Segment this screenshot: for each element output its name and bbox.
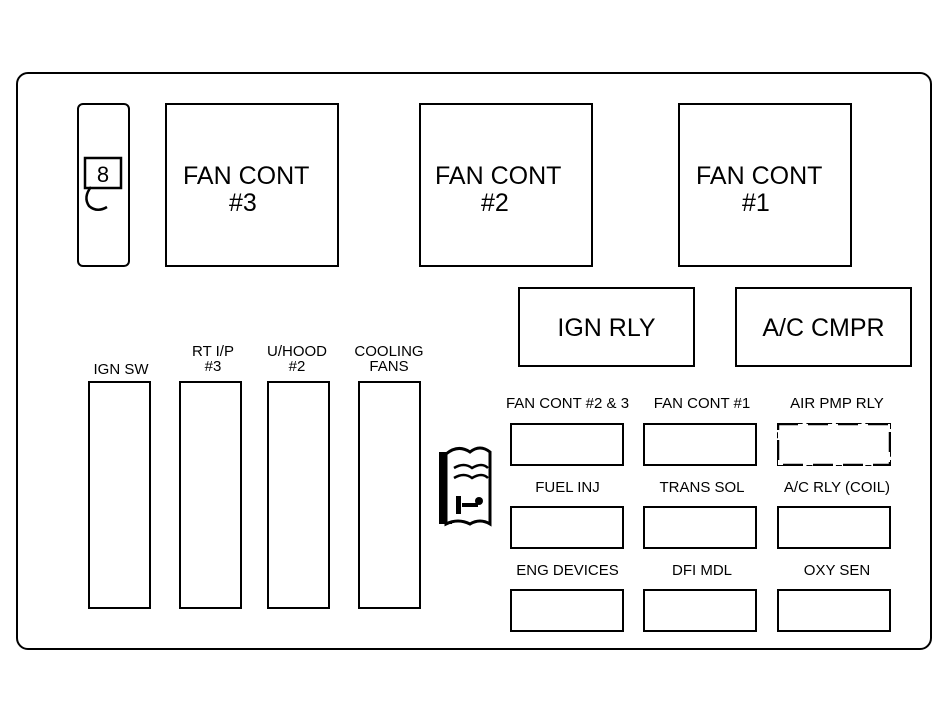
fuse-label-line1: IGN SW: [93, 361, 149, 378]
fuse-block-outline: [16, 72, 932, 650]
fuse-u-hood-2: [267, 381, 330, 609]
fuse-rt-ip-3: [179, 381, 242, 609]
relay-label-line1: FAN CONT: [435, 162, 562, 190]
fuse-label-line2: #3: [204, 358, 222, 375]
mini-relay-label: FUEL INJ: [535, 479, 600, 496]
fuse-label-cooling-fans: COOLING FANS: [339, 344, 439, 374]
fuse-ign-sw: [88, 381, 151, 609]
relay-fan-cont-3: FAN CONT #3: [165, 103, 339, 267]
relay-label-line2: #2: [481, 189, 509, 217]
relay-label: A/C CMPR: [762, 314, 885, 342]
mini-relay-label: AIR PMP RLY: [790, 395, 884, 412]
fuse-cooling-fans: [358, 381, 421, 609]
mini-relay-label: FAN CONT #2 & 3: [505, 395, 630, 412]
mini-relay-label: OXY SEN: [803, 562, 871, 579]
mini-relay-fan-cont-1: [643, 423, 757, 466]
relay-label-line1: FAN CONT: [183, 162, 310, 190]
mini-relay-eng-devices: [510, 589, 624, 632]
fuse-label-line1: COOLING: [354, 343, 424, 360]
fuse-tester-icon: [439, 446, 492, 527]
mini-relay-fan-cont-2-3: [510, 423, 624, 466]
relay-ac-cmpr: A/C CMPR: [735, 287, 912, 367]
fuse-label-line1: RT I/P: [192, 343, 234, 360]
fuse-puller-icon: 8: [83, 156, 123, 211]
mini-relay-trans-sol: [643, 506, 757, 549]
relay-label: IGN RLY: [557, 314, 656, 342]
relay-fan-cont-2: FAN CONT #2: [419, 103, 593, 267]
puller-digit: 8: [97, 162, 109, 187]
relay-label-line2: #3: [229, 189, 257, 217]
fuse-label-u-hood-2: U/HOOD #2: [248, 344, 346, 374]
fuse-puller-holder: 8: [77, 103, 130, 267]
mini-relay-label: FAN CONT #1: [653, 395, 751, 412]
mini-relay-label: DFI MDL: [672, 562, 732, 579]
relay-ign-rly: IGN RLY: [518, 287, 695, 367]
fuse-label-ign-sw: IGN SW: [72, 362, 170, 377]
mini-relay-label: ENG DEVICES: [516, 562, 619, 579]
mini-relay-label: A/C RLY (COIL): [783, 479, 891, 496]
relay-label-line2: #1: [742, 189, 770, 217]
fuse-label-line2: FANS: [369, 358, 409, 375]
relay-fan-cont-1: FAN CONT #1: [678, 103, 852, 267]
mini-relay-oxy-sen: [777, 589, 891, 632]
mini-relay-fuel-inj: [510, 506, 624, 549]
mini-relay-ac-rly-coil: [777, 506, 891, 549]
relay-label-line1: FAN CONT: [696, 162, 823, 190]
mini-relay-label: TRANS SOL: [659, 479, 745, 496]
fuse-label-rt-ip-3: RT I/P #3: [164, 344, 262, 374]
mini-relay-air-pmp-rly-empty: [777, 423, 891, 466]
fuse-label-line2: #2: [288, 358, 306, 375]
fuse-label-line1: U/HOOD: [267, 343, 327, 360]
mini-relay-dfi-mdl: [643, 589, 757, 632]
